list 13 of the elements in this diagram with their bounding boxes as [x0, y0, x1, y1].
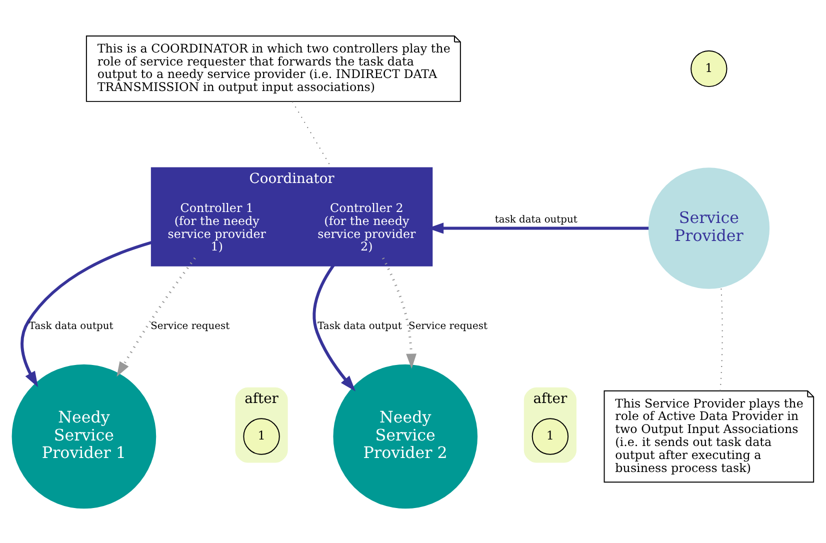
node-circle: 1 [532, 418, 569, 454]
node-circle: Needy Service Provider 1 [12, 364, 156, 508]
edge-label: task data output [494, 214, 578, 225]
node-circle: Needy Service Provider 2 [333, 364, 478, 508]
node-circle: 1 [243, 418, 280, 454]
edge-label: Service request [150, 320, 230, 332]
node-circle: 1 [690, 50, 728, 87]
node-text: Controller 1 (for the needy service provider 1) [168, 200, 266, 254]
edge-label: Service request [408, 320, 488, 332]
edge-label: Task data output [28, 320, 114, 332]
node-circle: Service Provider [648, 167, 770, 288]
edge-label: Task data output [318, 320, 402, 332]
node-text: Controller 2 (for the needy service provider 2) [318, 200, 416, 254]
